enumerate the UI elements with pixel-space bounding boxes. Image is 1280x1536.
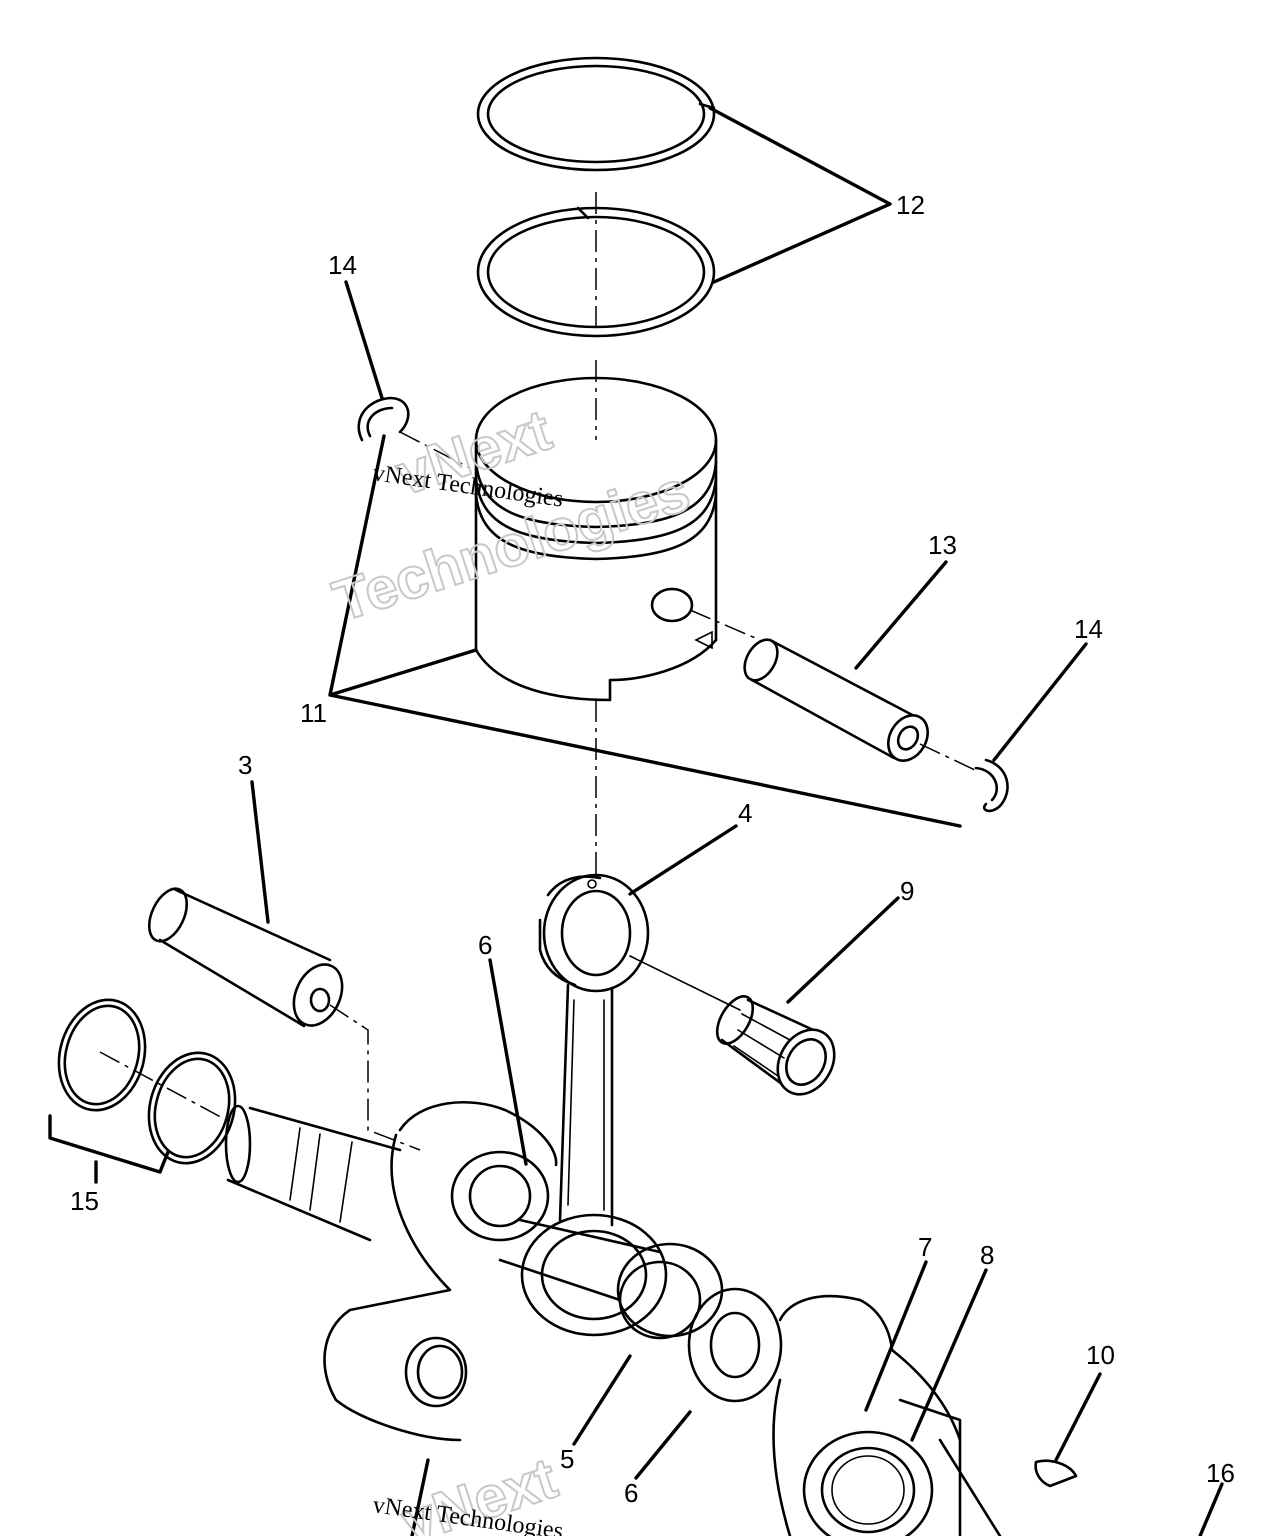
- callout-14-left: 14: [328, 250, 357, 280]
- piston: [474, 376, 718, 702]
- callout-8: 8: [980, 1240, 994, 1270]
- callout-14-right: 14: [1074, 614, 1103, 644]
- callout-12: 12: [896, 190, 925, 220]
- callout-7: 7: [918, 1232, 932, 1262]
- callout-9: 9: [900, 876, 914, 906]
- callout-4: 4: [738, 798, 752, 828]
- piston-pin: [743, 638, 929, 762]
- circlip-left: [357, 396, 410, 442]
- watermark-upper: vNext Technologies vNext Technologies: [325, 396, 699, 635]
- woodruff-key: [1034, 1459, 1078, 1488]
- callout-6-lower: 6: [624, 1478, 638, 1508]
- callout-3: 3: [238, 750, 252, 780]
- shim-inner: [147, 1051, 237, 1165]
- callout-16: 16: [1206, 1458, 1235, 1488]
- crankpin: [147, 887, 344, 1028]
- callout-labels: 12 14 13 14 11 3 4 9 6 15 7 8 10 5 6 16: [70, 190, 1235, 1508]
- callout-10: 10: [1086, 1340, 1115, 1370]
- callout-5: 5: [560, 1444, 574, 1474]
- callout-11: 11: [300, 698, 327, 728]
- callout-13: 13: [928, 530, 957, 560]
- circlip-right: [974, 758, 1009, 813]
- watermark-lower: vNext vNext Technologies: [371, 1444, 565, 1536]
- shim-outer: [57, 998, 147, 1112]
- callout-15: 15: [70, 1186, 99, 1216]
- callout-6-upper: 6: [478, 930, 492, 960]
- crankshaft: [224, 1100, 1002, 1536]
- leader-lines: [48, 106, 1224, 1536]
- piston-ring-upper: [476, 56, 716, 172]
- needle-bearing: [715, 995, 836, 1096]
